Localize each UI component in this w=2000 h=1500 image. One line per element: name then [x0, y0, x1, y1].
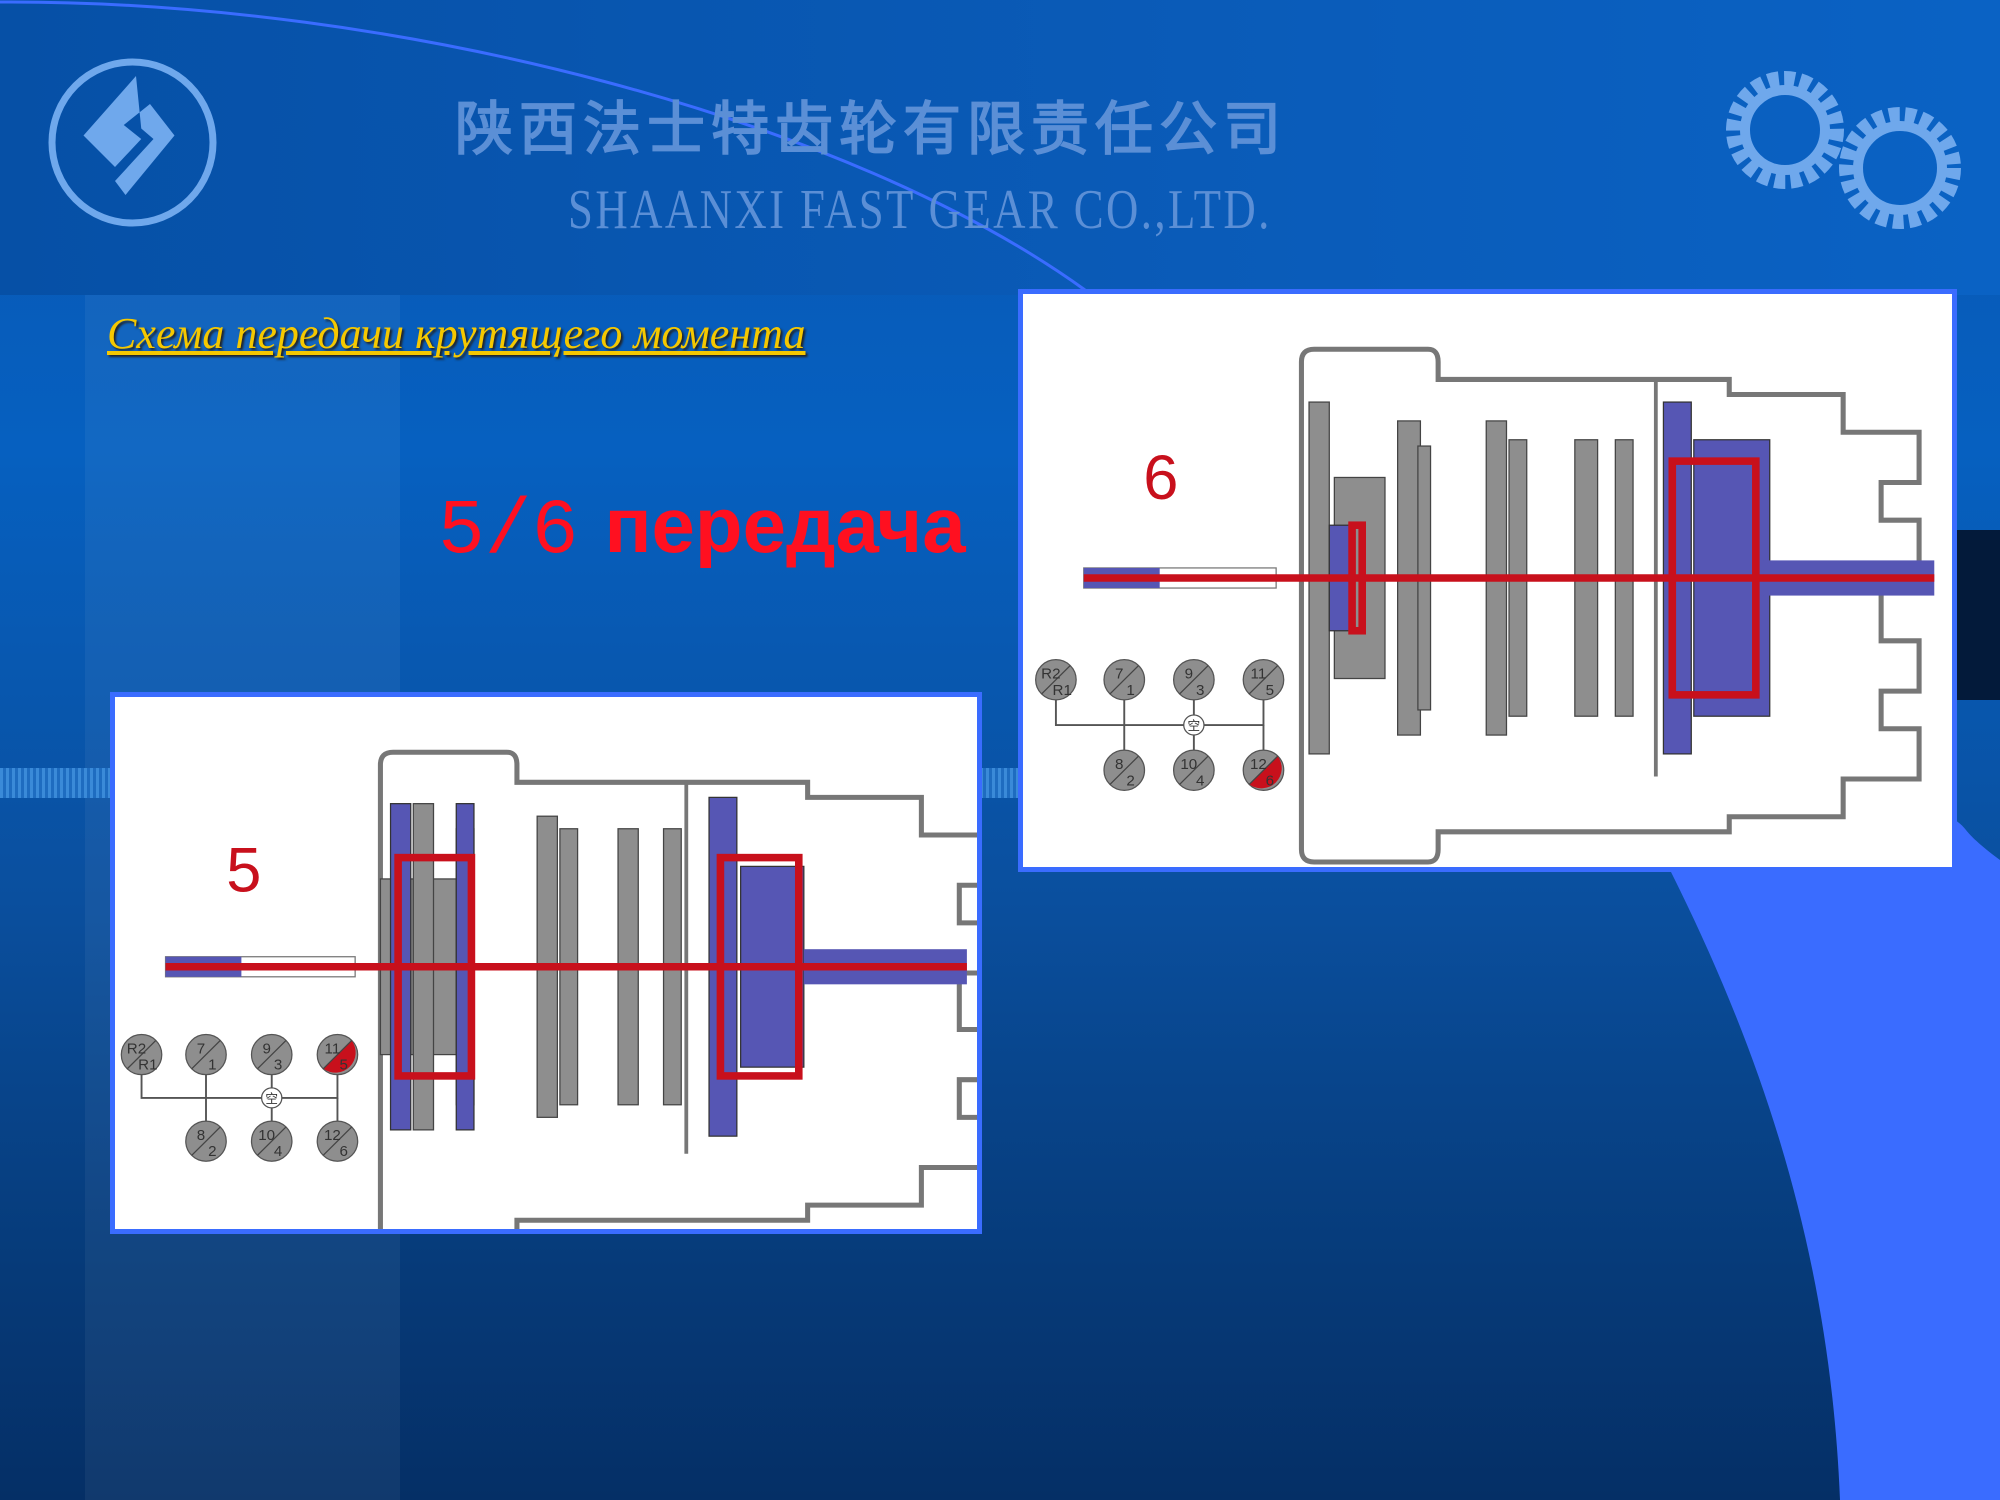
shift-label-top: 8	[1115, 756, 1123, 773]
decor-block	[1955, 530, 2000, 700]
shift-label-bottom: R1	[1053, 682, 1072, 699]
shift-divider	[1109, 755, 1139, 785]
shift-label-top: R2	[127, 1040, 146, 1057]
shift-divider	[257, 1040, 287, 1070]
shift-label-bottom: 1	[1126, 682, 1134, 699]
neutral-marker	[260, 1087, 283, 1109]
shift-divider	[126, 1040, 157, 1070]
shift-label-top: 7	[1115, 666, 1123, 683]
shift-divider	[1041, 665, 1071, 695]
shift-divider	[191, 1126, 221, 1156]
slide-title: Схема передачи крутящего момента	[107, 309, 806, 358]
decor-stripe	[0, 768, 110, 798]
shift-label-top: 12	[1250, 756, 1267, 773]
housing	[1298, 346, 1922, 865]
gear-number-label: 5	[226, 836, 261, 906]
shift-label-top: 7	[197, 1040, 205, 1057]
gear-heading: 5/6 передача	[438, 480, 966, 576]
shift-divider	[322, 1126, 353, 1156]
shift-label-bottom: 5	[1266, 682, 1274, 699]
shift-label-top: 10	[1180, 756, 1197, 773]
gears-icon	[1726, 71, 1961, 229]
shift-label-top: 10	[258, 1127, 275, 1144]
company-name-en: SHAANXI FAST GEAR CO.,LTD.	[568, 179, 1272, 241]
shift-label-bottom: 2	[1126, 772, 1134, 789]
company-logo-icon	[48, 58, 217, 227]
gear-word: передача	[604, 481, 966, 569]
power-flow-path	[1348, 521, 1366, 635]
shift-label-bottom: 4	[1196, 772, 1204, 789]
neutral-label: 空	[1188, 719, 1201, 733]
shift-label-bottom: R1	[138, 1057, 157, 1074]
shift-label-top: 12	[324, 1127, 341, 1144]
shift-label-top: R2	[1041, 666, 1060, 683]
shift-divider	[322, 1040, 353, 1070]
gear-numbers: 5/6	[438, 488, 579, 576]
active-shift-fill	[323, 1040, 356, 1073]
shift-label-bottom: 2	[208, 1143, 216, 1160]
neutral-label: 空	[265, 1092, 278, 1106]
shift-divider	[191, 1040, 221, 1070]
decor-stripe	[980, 768, 1020, 798]
shift-label-bottom: 3	[1196, 682, 1204, 699]
shift-label-bottom: 1	[208, 1057, 216, 1074]
shift-label-bottom: 3	[274, 1057, 282, 1074]
company-name-cn: 陕西法士特齿轮有限责任公司	[455, 97, 1288, 162]
power-flow-path	[716, 853, 803, 1080]
housing	[377, 749, 977, 1229]
active-shift-fill	[1249, 756, 1282, 789]
shift-divider	[1179, 665, 1209, 695]
shift-divider	[1248, 755, 1279, 785]
shift-divider	[1109, 665, 1139, 695]
shift-label-top: 9	[262, 1040, 270, 1057]
shift-label-bottom: 6	[1266, 772, 1274, 789]
shift-label-bottom: 5	[340, 1057, 348, 1074]
shift-divider	[1179, 755, 1209, 785]
shift-label-top: 9	[1185, 666, 1193, 683]
shift-label-bottom: 6	[340, 1143, 348, 1160]
shift-gate-line	[1054, 679, 1265, 726]
shift-label-bottom: 4	[274, 1143, 282, 1160]
shift-divider	[257, 1126, 287, 1156]
shift-divider	[1248, 665, 1279, 695]
shift-gate-line	[140, 1054, 339, 1099]
gear-number-label: 6	[1143, 443, 1178, 513]
shift-label-top: 11	[325, 1040, 341, 1057]
shift-label-top: 8	[197, 1127, 205, 1144]
neutral-marker	[1183, 714, 1205, 736]
power-flow-path	[1668, 457, 1760, 699]
shift-label-top: 11	[1251, 666, 1267, 683]
power-flow-path	[394, 853, 476, 1080]
